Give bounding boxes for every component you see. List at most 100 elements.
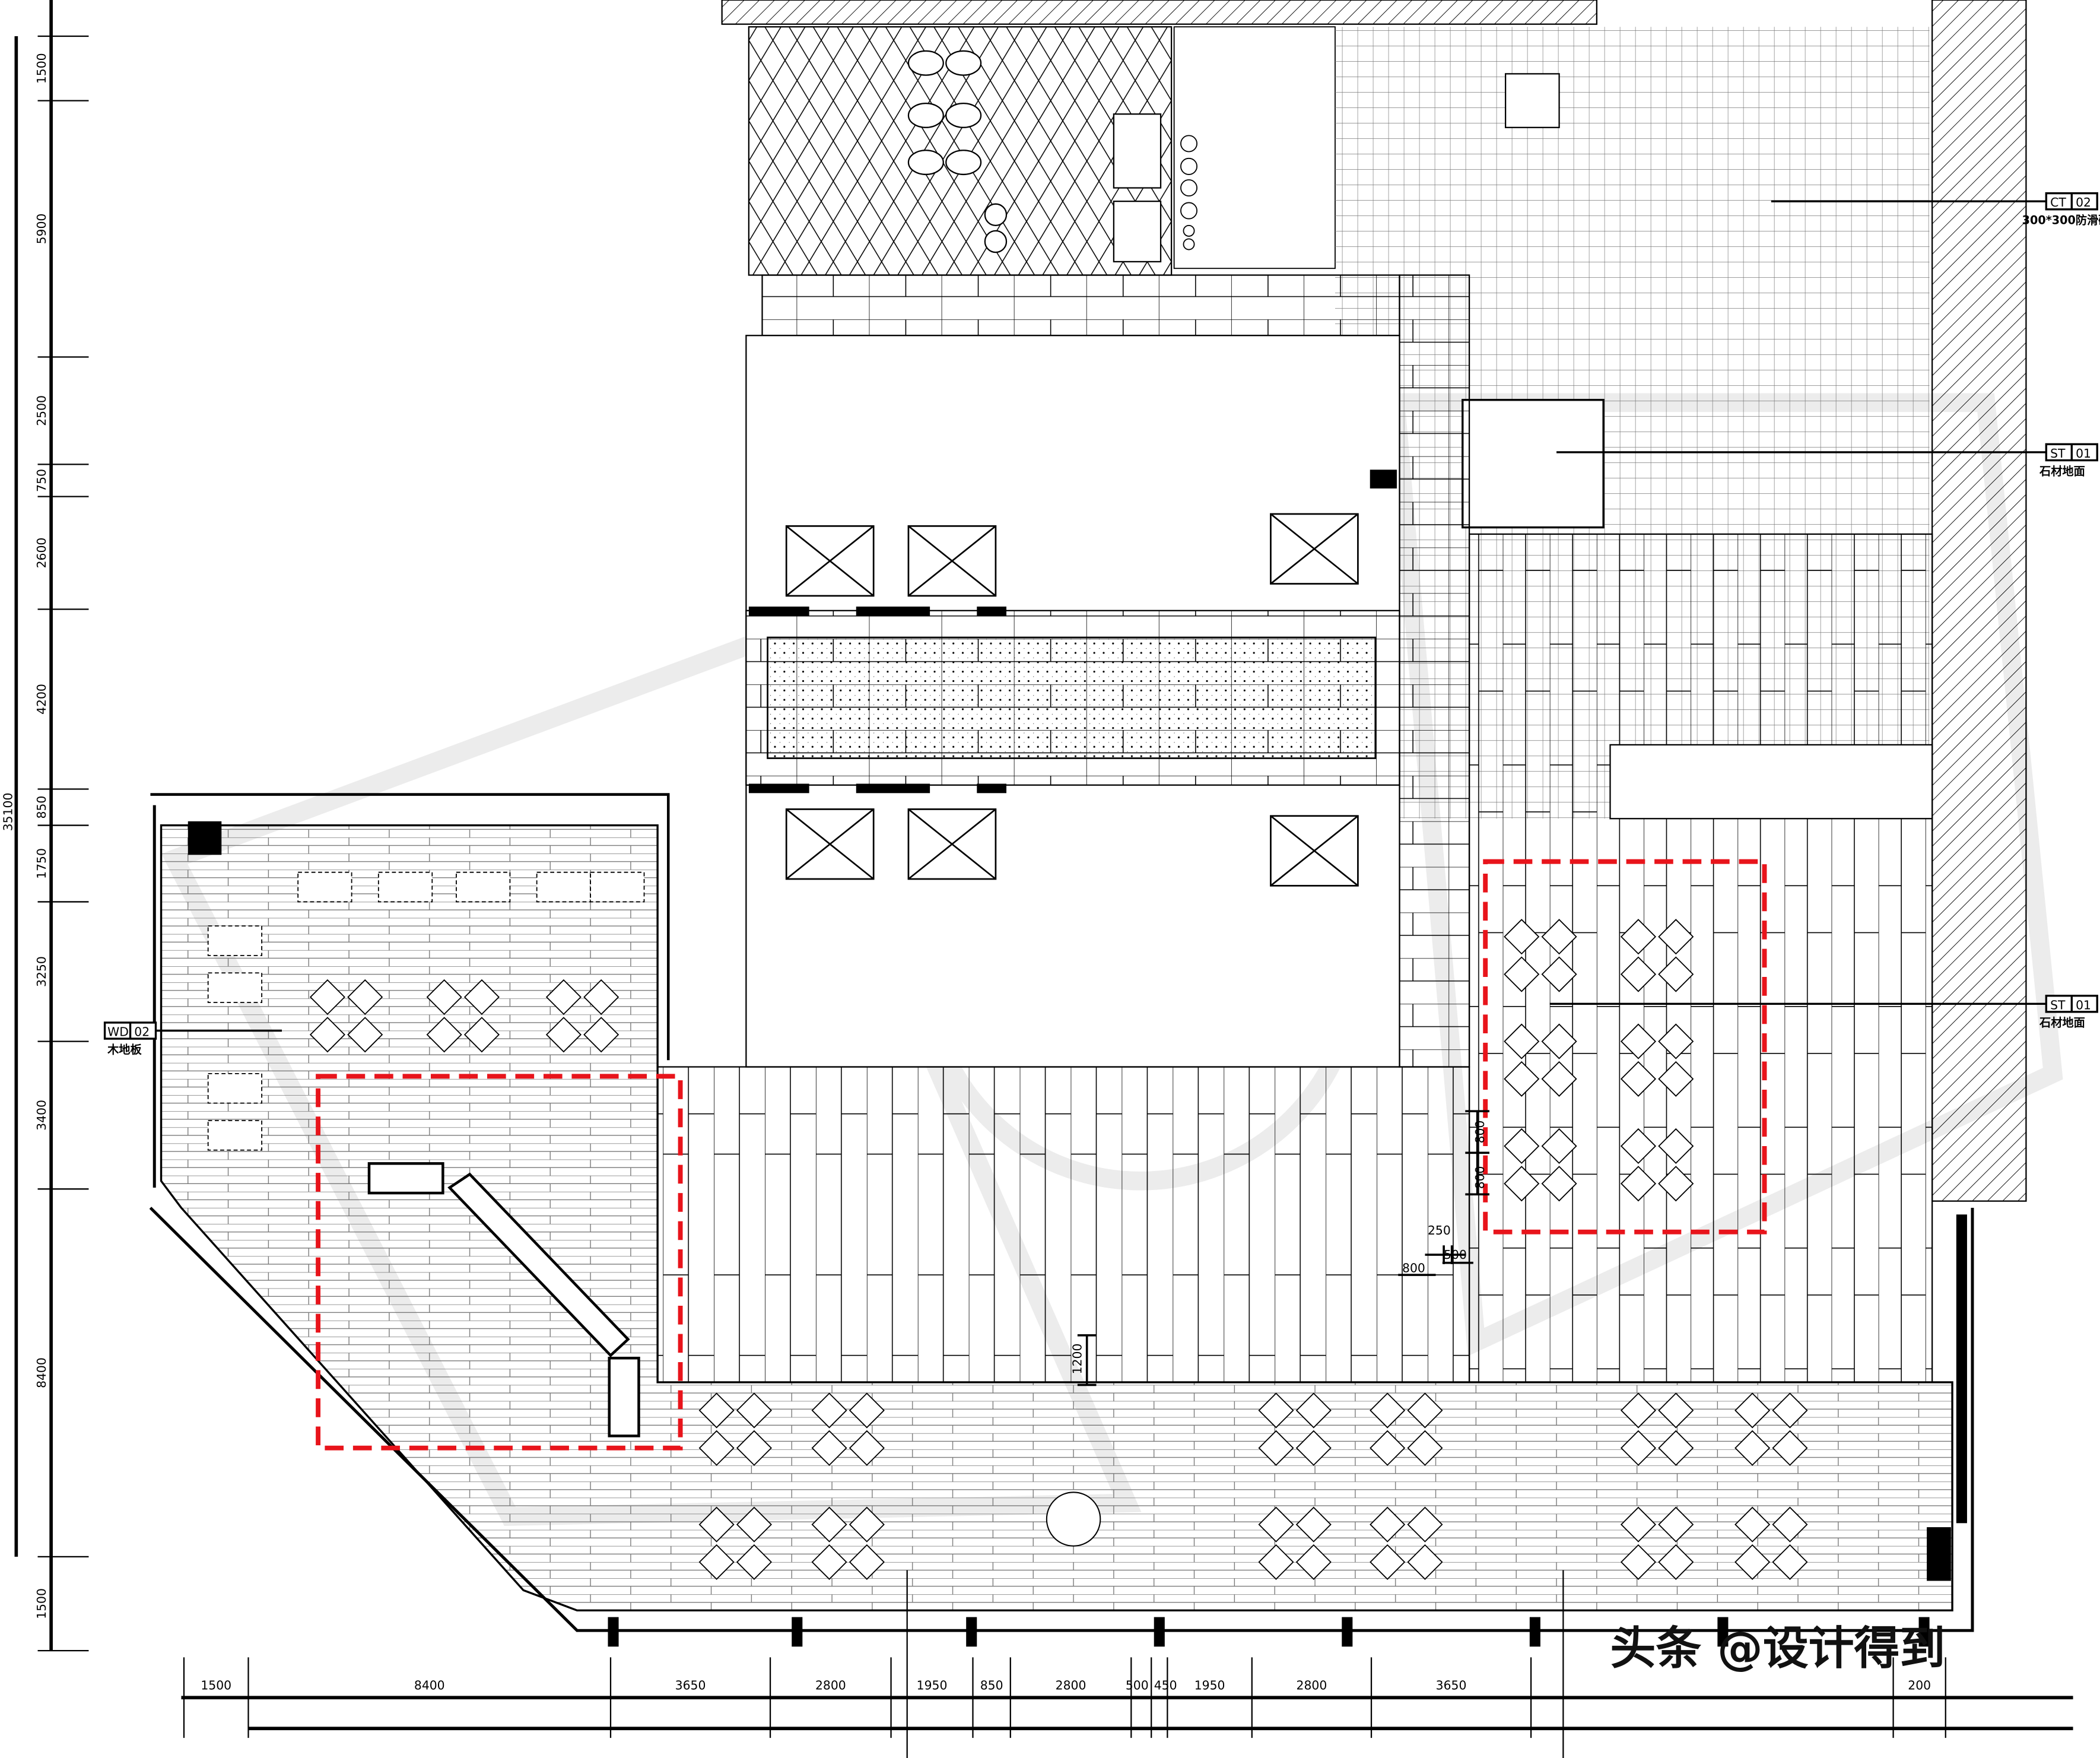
restroom-fixtures	[907, 50, 1162, 263]
bottom-dimension-label: 2800	[1297, 1678, 1327, 1693]
top-wall-hatch	[721, 0, 1598, 25]
table-set	[1370, 1392, 1443, 1466]
left-dimension-label: 3250	[34, 956, 49, 987]
bottom-dimension-label: 3650	[1436, 1678, 1467, 1693]
facade-columns	[188, 821, 1967, 1647]
corridor-right	[1399, 274, 1470, 1068]
feature-dotted-panel	[767, 636, 1377, 759]
table-set	[1620, 1128, 1694, 1202]
table	[456, 871, 511, 903]
dining-tables	[207, 871, 1808, 1580]
service-circles	[1180, 135, 1197, 250]
svg-text:02: 02	[134, 1025, 150, 1039]
table	[297, 871, 352, 903]
bottom-dimension-label: 1950	[917, 1678, 948, 1693]
svg-text:01: 01	[2076, 446, 2091, 461]
table-set	[1620, 1023, 1694, 1097]
svg-text:02: 02	[2076, 195, 2091, 210]
svg-text:ST: ST	[2050, 446, 2066, 461]
table	[377, 871, 433, 903]
round-table	[1046, 1492, 1101, 1547]
plank-floor-area	[657, 1066, 1470, 1383]
table-set	[1258, 1392, 1332, 1466]
bottom-dimension-label: 1500	[201, 1678, 231, 1693]
facade-wall	[149, 805, 1974, 1632]
highlight-zone-left	[316, 1074, 683, 1451]
table-set	[426, 979, 500, 1053]
table-set	[698, 1506, 772, 1580]
bottom-dimension-label: 1950	[1194, 1678, 1225, 1693]
left-dimension-label: 5900	[34, 214, 49, 245]
lobby-wall-bars	[748, 469, 1397, 794]
table	[536, 871, 591, 903]
inner-dimension-marks	[1077, 1110, 1489, 1386]
stone-floor-upper	[1609, 744, 1933, 820]
table-set	[309, 979, 383, 1053]
kitchen-stair	[1462, 399, 1605, 529]
dim-800-upper: 800	[1473, 1121, 1487, 1144]
left-dimension-label: 1500	[34, 1588, 49, 1619]
material-tag-wd02: WD 02 木地板	[103, 1021, 282, 1056]
material-tag-ct02: CT 02 300*300防滑砖	[1771, 192, 2100, 227]
svg-text:300*300防滑砖: 300*300防滑砖	[2022, 214, 2100, 227]
service-corridor	[1173, 26, 1336, 269]
left-dimension-label: 3400	[34, 1100, 49, 1131]
kitchen-block	[1505, 73, 1560, 128]
bottom-dimension-label: 450	[1154, 1678, 1177, 1693]
table-set	[811, 1392, 885, 1466]
dim-250: 250	[1428, 1223, 1451, 1237]
left-dimension-chain	[14, 0, 89, 1652]
table	[207, 1120, 263, 1151]
table-set	[698, 1392, 772, 1466]
svg-text:木地板: 木地板	[107, 1043, 142, 1056]
table-set	[1504, 1023, 1577, 1097]
material-tag-st01-lower: ST 01 石材地面	[1549, 995, 2098, 1030]
left-dimension-label: 2500	[34, 395, 49, 426]
elevator-boxes	[785, 513, 1359, 887]
table	[207, 925, 263, 956]
table-set	[1370, 1506, 1443, 1580]
svg-text:石材地面: 石材地面	[2039, 464, 2085, 478]
table-set	[1620, 1392, 1694, 1466]
watermark-text: 头条 @设计得到	[1610, 1623, 1945, 1676]
bottom-dimension-chain	[181, 1570, 2073, 1758]
left-dimension-label: 850	[34, 796, 49, 819]
table-set	[1620, 1506, 1694, 1580]
svg-text:ST: ST	[2050, 998, 2066, 1012]
table	[207, 972, 263, 1003]
left-dimension-label: 1750	[34, 848, 49, 879]
table-set	[1504, 919, 1577, 992]
material-tag-st01-upper: ST 01 石材地面	[1556, 443, 2098, 478]
bar-counter	[367, 1162, 640, 1438]
left-dimension-label: 1500	[34, 53, 49, 84]
bottom-dimension-label: 2800	[1056, 1678, 1086, 1693]
svg-text:01: 01	[2076, 998, 2091, 1012]
dim-800-lower: 800	[1473, 1166, 1487, 1189]
table	[207, 1072, 263, 1104]
left-total-dimension: 35100	[1, 793, 15, 832]
bottom-dimension-label: 850	[980, 1678, 1003, 1693]
table	[590, 871, 645, 903]
table-set	[545, 979, 619, 1053]
table-set	[811, 1506, 885, 1580]
bottom-dimension-label: 200	[1908, 1678, 1931, 1693]
table-set	[1504, 1128, 1577, 1202]
left-dimension-label: 750	[34, 469, 49, 492]
highlight-zone-right	[1483, 859, 1767, 1235]
left-dining-wall	[150, 793, 670, 1061]
dim-1200: 1200	[1070, 1344, 1085, 1375]
corridor-top	[761, 274, 1400, 337]
table-set	[1734, 1392, 1808, 1466]
dim-500: 500	[1444, 1248, 1467, 1262]
stone-floor-area	[1468, 533, 1933, 1383]
bottom-dimension-label: 500	[1126, 1678, 1149, 1693]
table-set	[1734, 1506, 1808, 1580]
table-set	[1258, 1506, 1332, 1580]
bottom-dimension-label: 2800	[815, 1678, 846, 1693]
right-wall-hatch	[1931, 0, 2027, 1202]
svg-text:石材地面: 石材地面	[2039, 1016, 2085, 1030]
left-dimension-label: 8400	[34, 1357, 49, 1388]
bottom-dimension-label: 8400	[414, 1678, 445, 1693]
svg-text:WD: WD	[107, 1025, 129, 1039]
